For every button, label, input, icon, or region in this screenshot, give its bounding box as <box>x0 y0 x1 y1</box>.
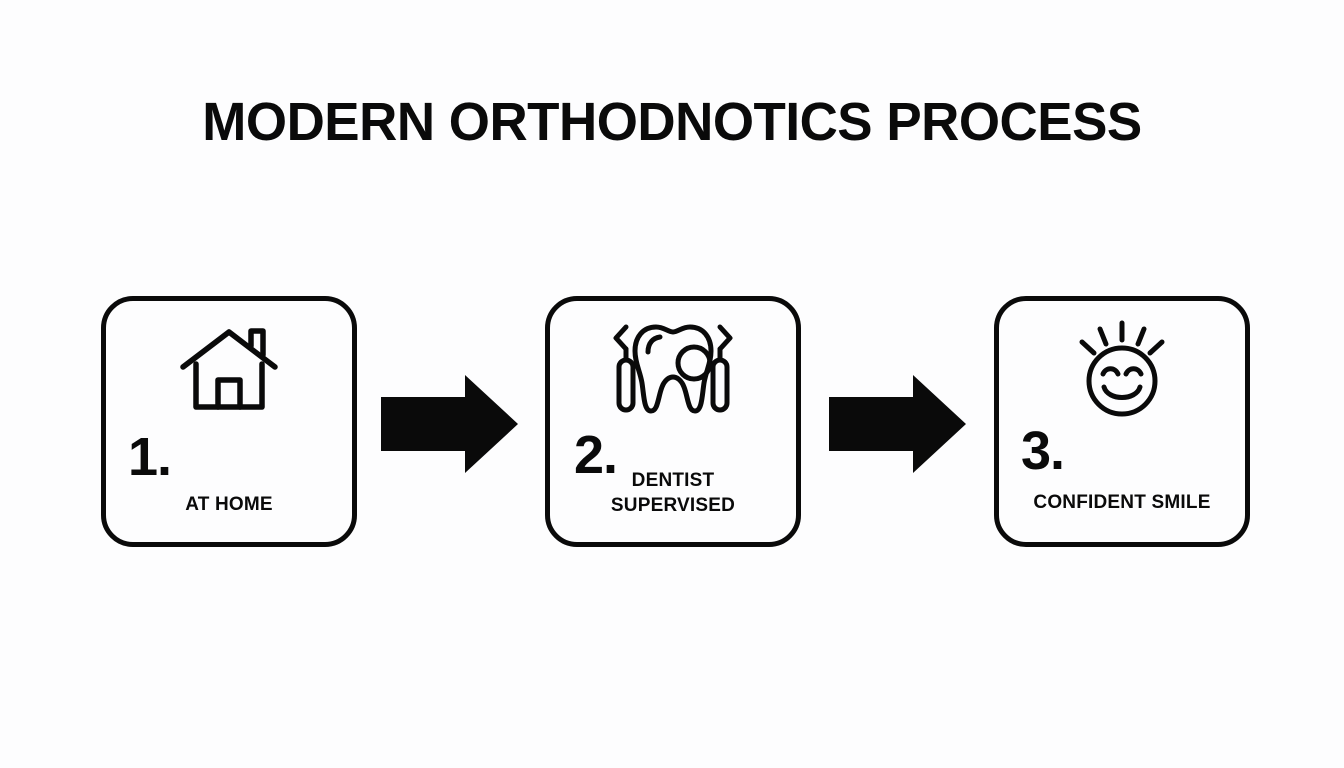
arrow-right-icon-2 <box>829 375 966 473</box>
step-number-1: 1. <box>128 427 172 487</box>
step-meta-1: 1. AT HOME <box>106 424 352 528</box>
step-meta-3: 3. CONFIDENT SMILE <box>999 424 1245 528</box>
smiling-face-with-rays-icon <box>999 317 1245 421</box>
step-card-1[interactable]: 1. AT HOME <box>101 296 357 547</box>
step-card-2[interactable]: 2. DENTIST SUPERVISED <box>545 296 801 547</box>
step-meta-2: 2. DENTIST SUPERVISED <box>550 424 796 528</box>
step-number-3: 3. <box>1021 421 1065 481</box>
step-label-3: CONFIDENT SMILE <box>1033 492 1211 513</box>
arrow-right-icon-1 <box>381 375 518 473</box>
step-card-3[interactable]: 3. CONFIDENT SMILE <box>994 296 1250 547</box>
tooth-with-dental-tools-icon <box>550 317 796 421</box>
page-title: MODERN ORTHODNOTICS PROCESS <box>202 92 1142 152</box>
step-label-2: DENTIST SUPERVISED <box>610 470 736 516</box>
house-icon <box>106 317 352 421</box>
step-label-1: AT HOME <box>185 494 273 515</box>
step-number-2: 2. <box>574 425 618 485</box>
